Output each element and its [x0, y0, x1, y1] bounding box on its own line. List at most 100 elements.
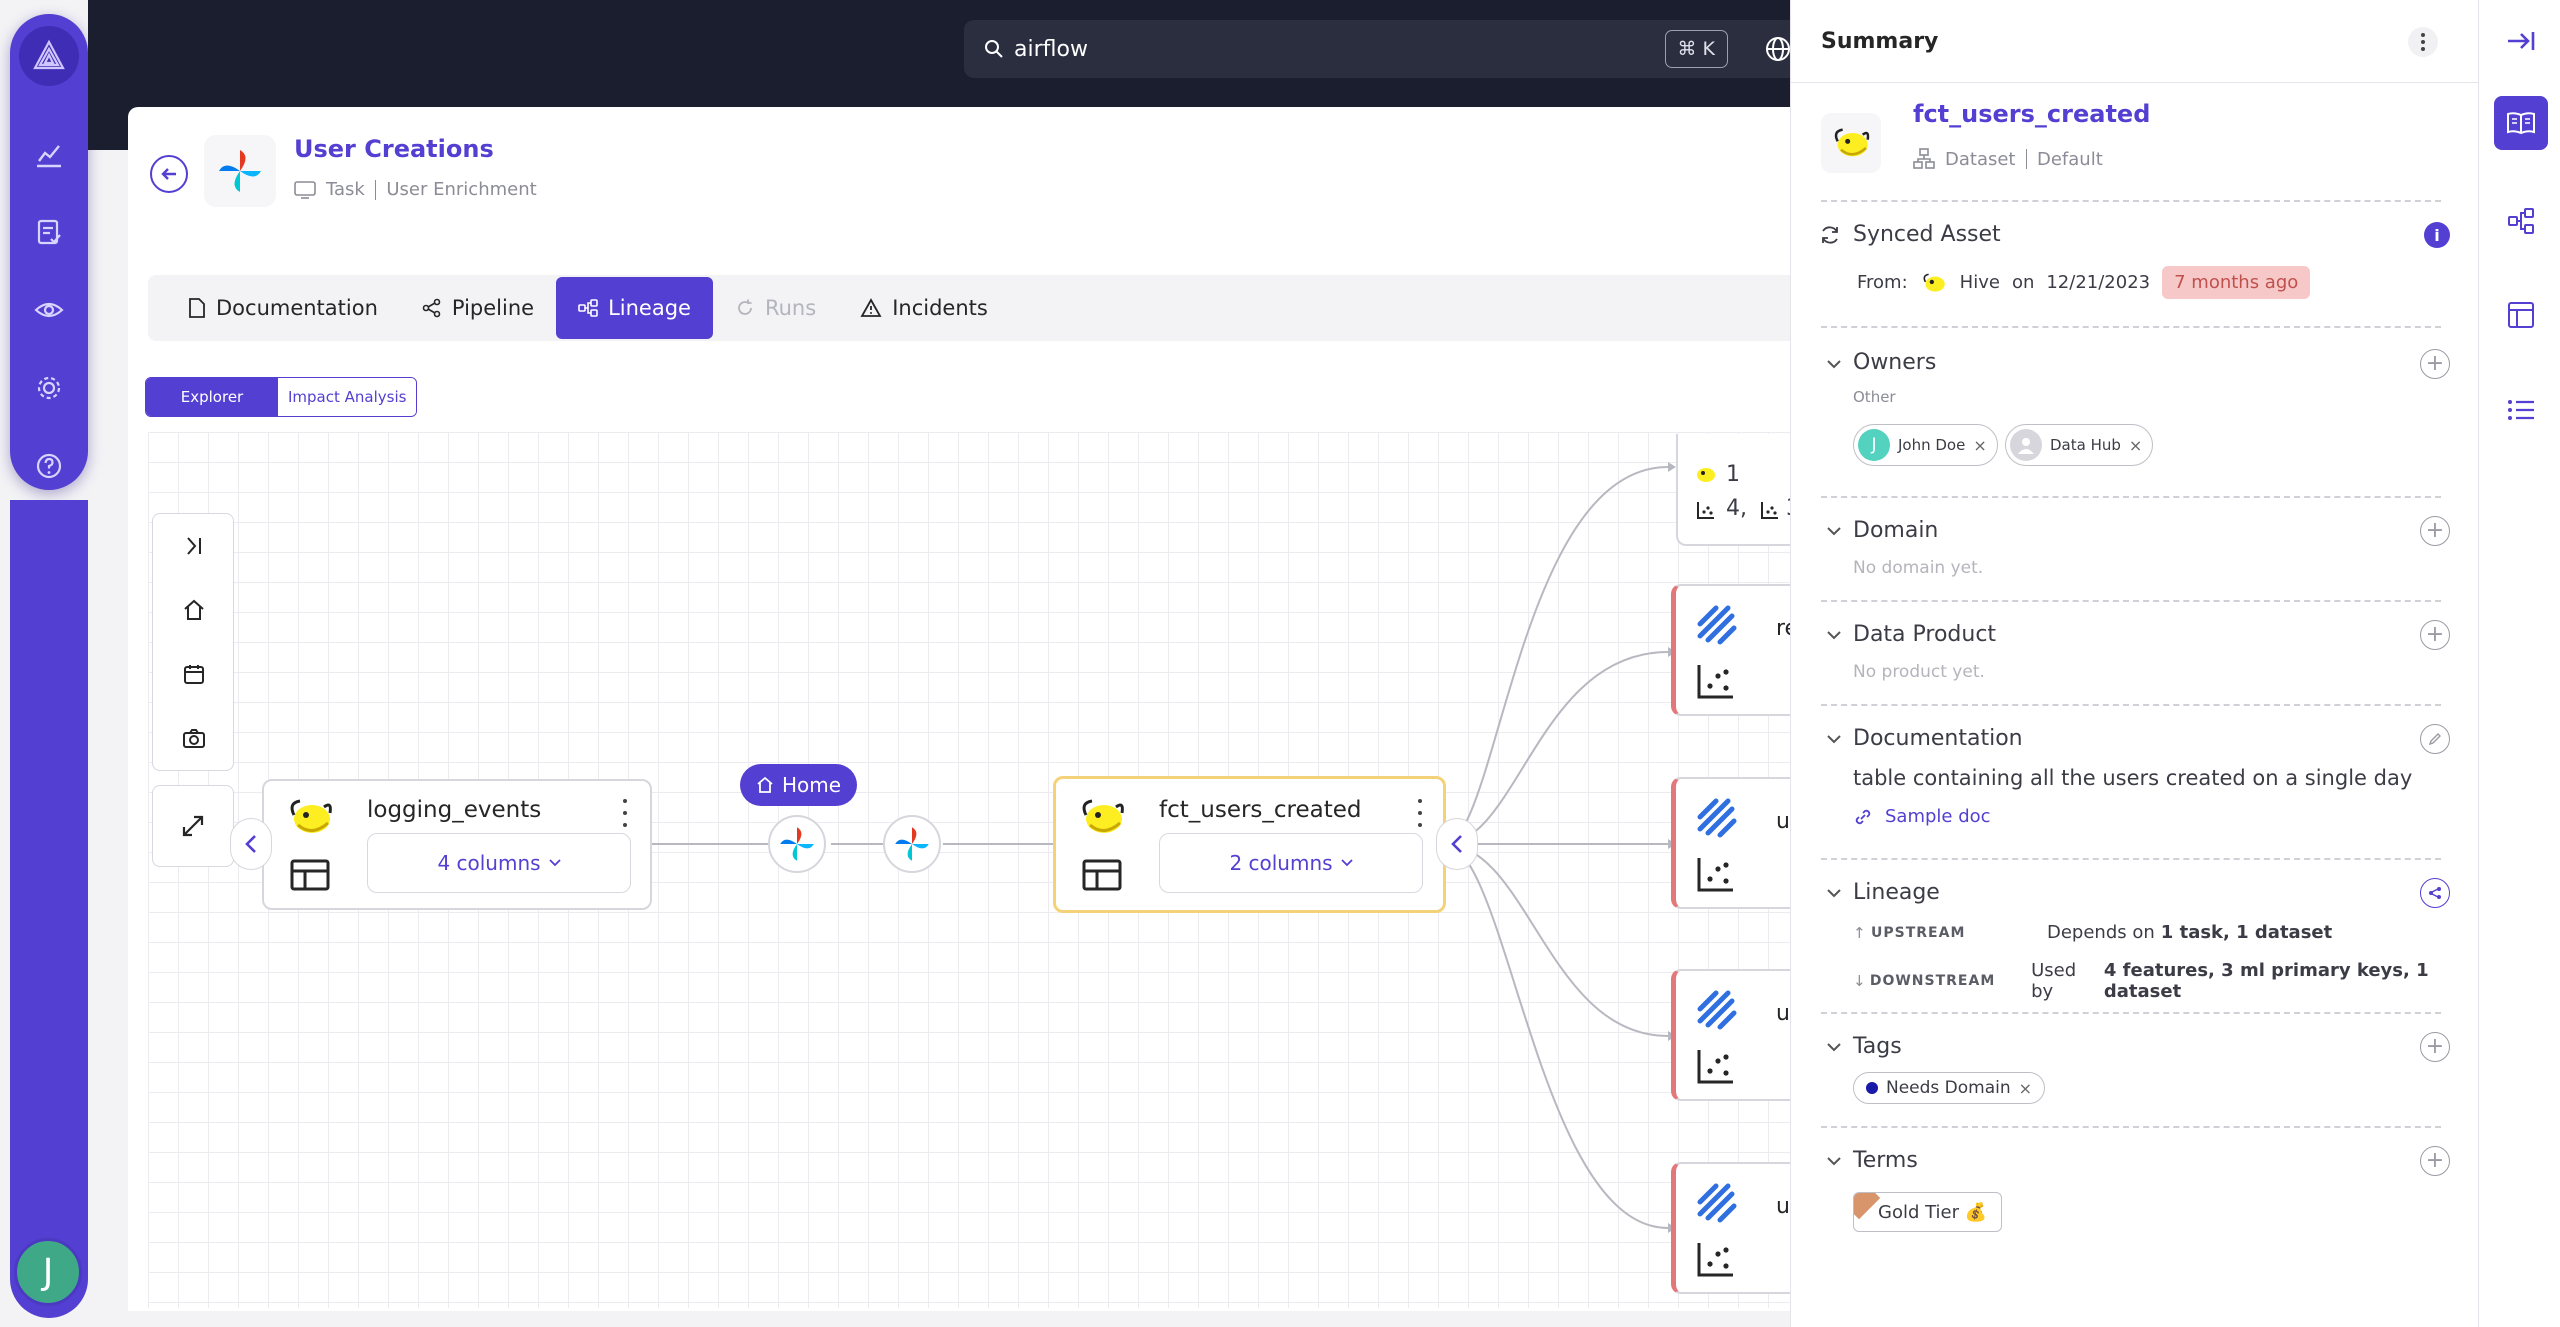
explorer-toggle[interactable]: Explorer	[146, 378, 278, 416]
rail-schema[interactable]	[2494, 288, 2548, 342]
data-product-title[interactable]: Data Product	[1853, 622, 1997, 647]
calendar-button[interactable]	[178, 658, 210, 690]
term-chip[interactable]: Gold Tier 💰	[1853, 1192, 2003, 1232]
owner-chip[interactable]: J John Doe ×	[1853, 424, 1998, 466]
lineage-node-logging-events[interactable]: logging_events 4 columns	[262, 779, 652, 910]
nav-help[interactable]	[29, 446, 69, 486]
home-button[interactable]	[178, 594, 210, 626]
camera-icon	[183, 729, 205, 748]
collapse-downstream-button[interactable]	[1436, 818, 1478, 870]
asset-platform-logo	[1821, 113, 1881, 173]
chevron-down-icon[interactable]	[1825, 1152, 1843, 1170]
nav-observe[interactable]	[29, 290, 69, 330]
expand-upstream-button[interactable]	[230, 818, 272, 870]
lineage-title[interactable]: Lineage	[1853, 880, 1940, 905]
back-button[interactable]	[150, 155, 188, 193]
close-icon[interactable]: ×	[2018, 1078, 2033, 1098]
node-menu-icon[interactable]	[620, 799, 630, 827]
rail-properties[interactable]	[2494, 383, 2548, 437]
columns-dropdown[interactable]: 2 columns	[1159, 833, 1423, 893]
impact-analysis-toggle[interactable]: Impact Analysis	[278, 378, 417, 416]
home-badge[interactable]: Home	[740, 764, 858, 806]
chevron-down-icon[interactable]	[1825, 884, 1843, 902]
close-icon[interactable]: ×	[1973, 435, 1987, 455]
downstream-value[interactable]: 4 features, 3 ml primary keys, 1 dataset	[2103, 960, 2429, 1002]
tab-pipeline[interactable]: Pipeline	[400, 277, 556, 339]
file-icon	[189, 298, 205, 318]
terms-title[interactable]: Terms	[1853, 1148, 1918, 1173]
task-node-airflow-2[interactable]	[883, 815, 941, 873]
tag-chip[interactable]: Needs Domain ×	[1853, 1072, 2046, 1104]
documentation-title[interactable]: Documentation	[1853, 726, 2023, 751]
rail-lineage[interactable]	[2494, 194, 2548, 248]
entity-title[interactable]: User Creations	[294, 135, 494, 163]
lineage-canvas[interactable]	[148, 432, 1790, 1308]
view-lineage-button[interactable]	[2420, 878, 2450, 908]
entity-platform[interactable]: User Enrichment	[386, 179, 537, 200]
upstream-value[interactable]: 1 task, 1 dataset	[2160, 922, 2333, 943]
columns-dropdown[interactable]: 4 columns	[367, 833, 631, 893]
sample-doc-link[interactable]: Sample doc	[1853, 806, 1991, 827]
tab-runs[interactable]: Runs	[713, 277, 838, 339]
chevron-down-icon[interactable]	[1825, 626, 1843, 644]
synced-ago-badge: 7 months ago	[2162, 266, 2311, 299]
screenshot-button[interactable]	[178, 722, 210, 754]
nav-analytics[interactable]	[29, 134, 69, 174]
add-tag-button[interactable]: +	[2420, 1032, 2450, 1062]
section-divider	[1821, 858, 2441, 860]
owners-group: Other	[1853, 388, 1896, 406]
home-icon	[757, 776, 773, 793]
columns-label: 4 columns	[437, 851, 541, 875]
edit-documentation-button[interactable]	[2420, 724, 2450, 754]
owner-name: John Doe	[1898, 436, 1966, 454]
domain-title[interactable]: Domain	[1853, 518, 1939, 543]
summary-menu-icon[interactable]	[2408, 27, 2438, 57]
info-icon[interactable]: i	[2424, 222, 2450, 248]
section-divider	[1821, 496, 2441, 498]
collapse-panel-button[interactable]	[178, 530, 210, 562]
warning-icon	[860, 298, 882, 317]
node-name: fct_users_created	[1159, 797, 1362, 823]
section-divider	[1821, 326, 2441, 328]
add-term-button[interactable]: +	[2420, 1146, 2450, 1176]
search-icon	[985, 40, 1003, 58]
tags-title[interactable]: Tags	[1853, 1034, 1902, 1059]
add-owner-button[interactable]: +	[2420, 349, 2450, 379]
close-sidebar-button[interactable]	[2494, 14, 2548, 68]
meta-divider	[2025, 149, 2027, 169]
fit-view-button[interactable]	[152, 785, 234, 867]
add-domain-button[interactable]: +	[2420, 516, 2450, 546]
tab-documentation[interactable]: Documentation	[166, 277, 400, 339]
chevron-down-icon[interactable]	[1825, 522, 1843, 540]
asset-title[interactable]: fct_users_created	[1913, 100, 2151, 128]
lineage-node-ml-feature[interactable]: u	[1671, 777, 1811, 909]
nav-settings[interactable]	[29, 368, 69, 408]
close-icon[interactable]: ×	[2128, 435, 2143, 455]
tab-lineage-label: Lineage	[608, 296, 691, 320]
owners-title[interactable]: Owners	[1853, 350, 1937, 375]
owner-name: Data Hub	[2050, 436, 2121, 454]
lineage-node-fct-users-created[interactable]: fct_users_created 2 columns	[1053, 776, 1446, 913]
chevron-down-icon[interactable]	[1825, 730, 1843, 748]
synced-from-row: From: Hive on 12/21/2023 7 months ago	[1857, 266, 2311, 299]
search-input[interactable]: airflow	[1014, 36, 1088, 62]
task-node-airflow-1[interactable]	[768, 815, 826, 873]
chevron-down-icon[interactable]	[1825, 355, 1843, 373]
pinwheel-icon	[895, 827, 929, 861]
search-bar[interactable]: airflow ⌘ K	[964, 20, 1804, 78]
tab-incidents[interactable]: Incidents	[838, 277, 1010, 339]
chevron-down-icon[interactable]	[1825, 1038, 1843, 1056]
node-menu-icon[interactable]	[1415, 799, 1425, 827]
lineage-node-ml-feature[interactable]: u	[1671, 969, 1811, 1101]
owner-chip[interactable]: Data Hub ×	[2005, 424, 2154, 466]
nav-govern[interactable]	[29, 212, 69, 252]
tab-lineage[interactable]: Lineage	[556, 277, 713, 339]
lineage-node-ml-feature[interactable]: u	[1671, 1162, 1811, 1294]
app-logo[interactable]	[19, 26, 79, 86]
rail-summary[interactable]	[2494, 96, 2548, 150]
feast-icon	[1697, 605, 1737, 645]
globe-icon[interactable]	[1762, 33, 1794, 65]
add-data-product-button[interactable]: +	[2420, 620, 2450, 650]
feast-icon	[1697, 798, 1737, 838]
user-avatar[interactable]: J	[14, 1238, 82, 1306]
